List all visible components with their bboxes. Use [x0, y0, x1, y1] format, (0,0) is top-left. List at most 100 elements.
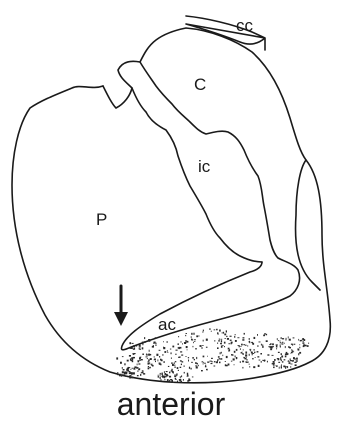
stipple-dot: [136, 367, 137, 369]
stipple-dot: [164, 379, 165, 380]
stipple-dot: [255, 357, 256, 358]
stipple-dot: [127, 370, 129, 372]
stipple-dot: [243, 350, 244, 351]
stipple-dot: [222, 355, 223, 356]
stipple-dot: [139, 360, 141, 361]
stipple-dot: [276, 365, 278, 366]
stipple-dot: [161, 379, 162, 381]
stipple-dot: [200, 345, 202, 347]
stipple-dot: [206, 347, 208, 348]
stipple-dot: [132, 358, 133, 360]
stipple-dot: [219, 358, 220, 359]
stipple-dot: [284, 359, 286, 360]
stipple-dot: [196, 366, 198, 368]
stipple-dot: [281, 360, 282, 361]
stipple-dot: [245, 345, 247, 346]
stipple-dot: [219, 330, 221, 332]
stipple-dot: [218, 340, 220, 342]
stipple-dot: [278, 362, 280, 363]
stipple-dot: [179, 379, 181, 381]
stipple-dot: [139, 345, 141, 347]
stipple-dot: [124, 363, 125, 365]
stipple-dot: [186, 346, 188, 348]
stipple-dot: [125, 372, 127, 374]
stipple-dot: [307, 345, 309, 347]
stipple-dot: [191, 339, 193, 340]
stipple-dot: [127, 360, 129, 362]
stipple-dot: [304, 345, 306, 347]
stipple-dot: [201, 370, 203, 371]
stipple-dot: [231, 342, 233, 344]
stipple-dot: [236, 349, 238, 351]
stipple-dot: [273, 367, 275, 369]
stipple-dot: [149, 340, 151, 342]
stipple-dot: [129, 342, 131, 344]
stipple-dot: [121, 376, 122, 377]
stipple-dot: [202, 347, 203, 349]
stipple-dot: [139, 349, 141, 350]
stipple-dot: [262, 360, 263, 361]
stipple-dot: [147, 358, 148, 359]
stipple-dot: [258, 365, 260, 367]
stipple-dot: [180, 376, 181, 378]
stipple-dot: [121, 374, 122, 376]
stipple-dot: [260, 353, 262, 355]
stipple-dot: [164, 361, 165, 363]
stipple-dot: [158, 376, 160, 378]
stipple-dot: [142, 372, 143, 373]
stipple-dot: [273, 361, 275, 363]
stipple-dot: [149, 367, 151, 369]
stipple-dot: [129, 375, 131, 376]
stipple-dot: [187, 375, 188, 377]
stipple-dot: [289, 339, 291, 341]
stipple-dot: [169, 380, 170, 382]
stipple-dot: [266, 340, 268, 342]
stipple-dot: [172, 371, 174, 373]
stipple-dot: [160, 377, 161, 379]
stipple-dot: [279, 367, 280, 368]
stipple-dot: [253, 349, 255, 350]
stipple-dot: [172, 346, 174, 348]
stipple-dot: [191, 362, 192, 363]
stipple-dot: [178, 370, 179, 371]
stipple-dot: [174, 365, 175, 366]
stipple-dot: [299, 347, 300, 349]
stipple-dot: [183, 379, 184, 381]
stipple-dot: [137, 364, 138, 366]
stipple-dot: [202, 361, 204, 362]
stipple-dot: [211, 363, 213, 364]
stipple-dot: [159, 356, 160, 357]
stipple-dot: [226, 356, 228, 358]
stipple-dot: [192, 357, 194, 359]
stipple-dot: [276, 348, 277, 349]
stipple-dot: [162, 354, 164, 355]
stipple-dot: [279, 368, 280, 369]
stipple-dot: [289, 362, 291, 364]
stipple-dot: [292, 351, 294, 352]
stipple-dot: [243, 344, 245, 345]
stipple-dot: [220, 352, 221, 354]
stipple-dot: [280, 359, 281, 361]
stipple-dot: [240, 361, 241, 363]
stipple-dot: [132, 368, 133, 369]
stipple-dot: [194, 359, 195, 360]
stipple-dot: [191, 333, 192, 335]
stipple-dot: [290, 359, 291, 360]
stipple-dot: [221, 340, 222, 342]
stipple-dot: [164, 371, 165, 373]
stipple-dot: [278, 352, 280, 353]
stipple-dot: [196, 357, 197, 359]
stipple-dot: [228, 348, 230, 350]
stipple-dot: [162, 376, 164, 378]
stipple-dot: [130, 358, 132, 360]
stipple-dot: [159, 350, 161, 351]
stipple-dot: [257, 345, 258, 347]
stipple-dot: [216, 329, 218, 331]
stipple-dot: [207, 362, 209, 363]
stipple-dot: [136, 346, 137, 347]
stipple-dot: [139, 357, 141, 359]
stipple-dot: [230, 340, 232, 341]
stipple-dot: [116, 357, 118, 359]
stipple-dot: [244, 333, 245, 335]
stipple-dot: [249, 354, 250, 356]
